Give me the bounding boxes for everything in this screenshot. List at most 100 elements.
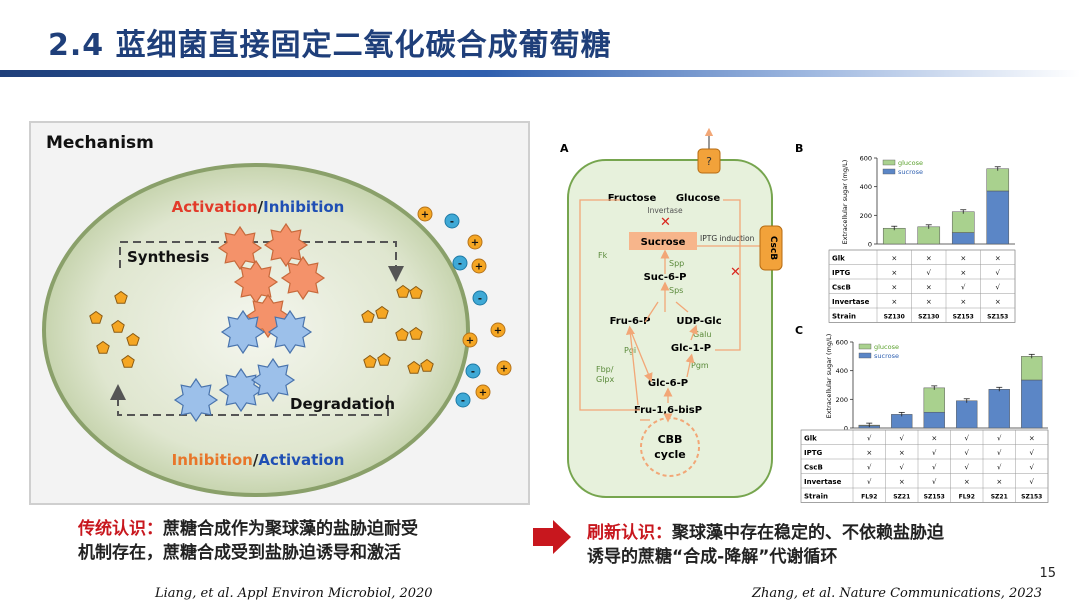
- table-cell: ×: [931, 434, 937, 442]
- bar-sucrose: [923, 411, 945, 429]
- bar-glucose: [882, 227, 906, 245]
- sugar-pentagon: [121, 354, 135, 368]
- ion-sign: +: [466, 336, 474, 347]
- cscb-box: [759, 225, 783, 271]
- y-tick-label: 0: [844, 425, 848, 433]
- table-cell: ×: [995, 254, 1001, 262]
- cation-icon: [496, 360, 512, 376]
- ion-sign: +: [479, 388, 487, 399]
- activation-label-bottom: Activation: [258, 451, 344, 469]
- table-cell: FL92: [959, 493, 975, 500]
- table-cell: ×: [926, 298, 932, 306]
- legend-swatch-sucrose: [858, 352, 872, 359]
- table-cell: FL92: [861, 493, 877, 500]
- ion-sign: +: [421, 210, 429, 221]
- enzyme-star-blue: [220, 309, 266, 355]
- ion-sign: +: [471, 238, 479, 249]
- right-caption-label: 刷新认识：: [587, 523, 672, 543]
- cell-membrane: [567, 159, 773, 498]
- table-cell: √: [900, 463, 905, 471]
- bar-glucose: [1021, 356, 1043, 381]
- table-cell: ×: [899, 449, 905, 457]
- sugar-pentagon: [126, 332, 140, 346]
- fbp-label: Fbp/: [596, 365, 614, 374]
- y-tick-label: 600: [860, 155, 872, 163]
- table-row-label: CscB: [832, 283, 851, 291]
- enzyme-star-orange: [233, 259, 279, 305]
- table-row-label: Strain: [804, 492, 828, 500]
- y-tick-label: 400: [860, 183, 872, 191]
- synthesis-arrow: [119, 241, 404, 282]
- table-cell: √: [927, 269, 932, 277]
- chart-c-ylabel: Extracellular sugar (mg/L): [825, 334, 833, 419]
- ion-sign: +: [500, 364, 508, 375]
- suc6p-label: Suc-6-P: [644, 272, 687, 283]
- invertase-block-icon: ✕: [660, 215, 671, 230]
- salt-ions: +-+-+-++-++-: [417, 206, 512, 408]
- cation-icon: [471, 258, 487, 274]
- table-cell: √: [961, 283, 966, 291]
- anion-icon: [444, 213, 460, 229]
- table-cell: ×: [899, 478, 905, 486]
- table-cell: √: [996, 283, 1001, 291]
- table-frame: [800, 429, 1049, 503]
- legend-label-glucose: glucose: [898, 159, 923, 167]
- pgm-label: Pgm: [691, 361, 709, 370]
- sugar-pentagon: [396, 284, 410, 298]
- sugar-pentagon: [420, 358, 434, 372]
- panel-label-c: C: [795, 324, 803, 337]
- enzyme-star-orange: [263, 222, 309, 268]
- table-cell: √: [997, 463, 1002, 471]
- table-cell: √: [867, 478, 872, 486]
- fructose-label: Fructose: [608, 193, 657, 204]
- inhibition-label-top: Inhibition: [263, 198, 344, 216]
- table-cell: √: [900, 434, 905, 442]
- pgi-label: Pgi: [624, 346, 636, 355]
- sugar-pentagon: [407, 360, 421, 374]
- table-cell: ×: [995, 298, 1001, 306]
- degradation-enzyme-stars: [173, 309, 313, 423]
- page-title: 2.4 蓝细菌直接固定二氧化碳合成葡萄糖: [48, 28, 612, 63]
- table-row-label: Strain: [832, 312, 856, 320]
- fru16bisp-label: Fru-1,6-bisP: [634, 405, 702, 416]
- sucrose-box: [629, 232, 697, 250]
- table-cell: √: [965, 463, 970, 471]
- cation-icon: [490, 322, 506, 338]
- slash-bottom: /: [253, 451, 259, 469]
- inhibition-label-bottom: Inhibition: [172, 451, 253, 469]
- ion-sign: +: [494, 326, 502, 337]
- table-frame: [828, 249, 1016, 323]
- bar-sucrose: [1021, 379, 1043, 429]
- iptg-label: IPTG induction: [700, 234, 755, 243]
- svg-text:Inhibition/Activation: Inhibition/Activation: [172, 451, 345, 469]
- left-caption-line1: 传统认识：蔗糖合成作为聚球藻的盐胁迫耐受: [78, 517, 418, 541]
- y-tick-label: 200: [836, 396, 848, 404]
- chart-c: C Extracellular sugar (mg/L) 0200400600g…: [795, 324, 1049, 503]
- bar-glucose: [951, 211, 975, 233]
- transporter-label: ?: [706, 155, 712, 168]
- galu-label: Galu: [693, 330, 711, 339]
- bar-sucrose: [951, 232, 975, 245]
- invertase-label: Invertase: [647, 206, 683, 215]
- degradation-label: Degradation: [290, 395, 395, 413]
- table-cell: ×: [926, 283, 932, 291]
- sugar-pentagon: [361, 309, 375, 323]
- bar-glucose: [917, 226, 941, 245]
- left-caption: 传统认识：蔗糖合成作为聚球藻的盐胁迫耐受 机制存在，蔗糖合成受到盐胁迫诱导和激活: [78, 517, 418, 565]
- table-row-label: Glk: [832, 254, 845, 262]
- sugar-pentagon: [363, 354, 377, 368]
- anion-icon: [455, 392, 471, 408]
- legend-label-sucrose: sucrose: [874, 352, 899, 360]
- spp-label: Spp: [669, 259, 684, 268]
- table-cell: SZ153: [953, 313, 974, 320]
- sps-label: Sps: [669, 286, 683, 295]
- cscb-block-icon: ✕: [730, 265, 741, 280]
- table-cell: SZ21: [893, 493, 910, 500]
- table-cell: √: [1030, 463, 1035, 471]
- left-citation: Liang, et al. Appl Environ Microbiol, 20…: [155, 586, 433, 601]
- cscb-label: CscB: [768, 236, 778, 260]
- table-cell: √: [997, 434, 1002, 442]
- ion-sign: -: [478, 294, 482, 305]
- ion-sign: -: [461, 396, 465, 407]
- legend-label-sucrose: sucrose: [898, 168, 923, 176]
